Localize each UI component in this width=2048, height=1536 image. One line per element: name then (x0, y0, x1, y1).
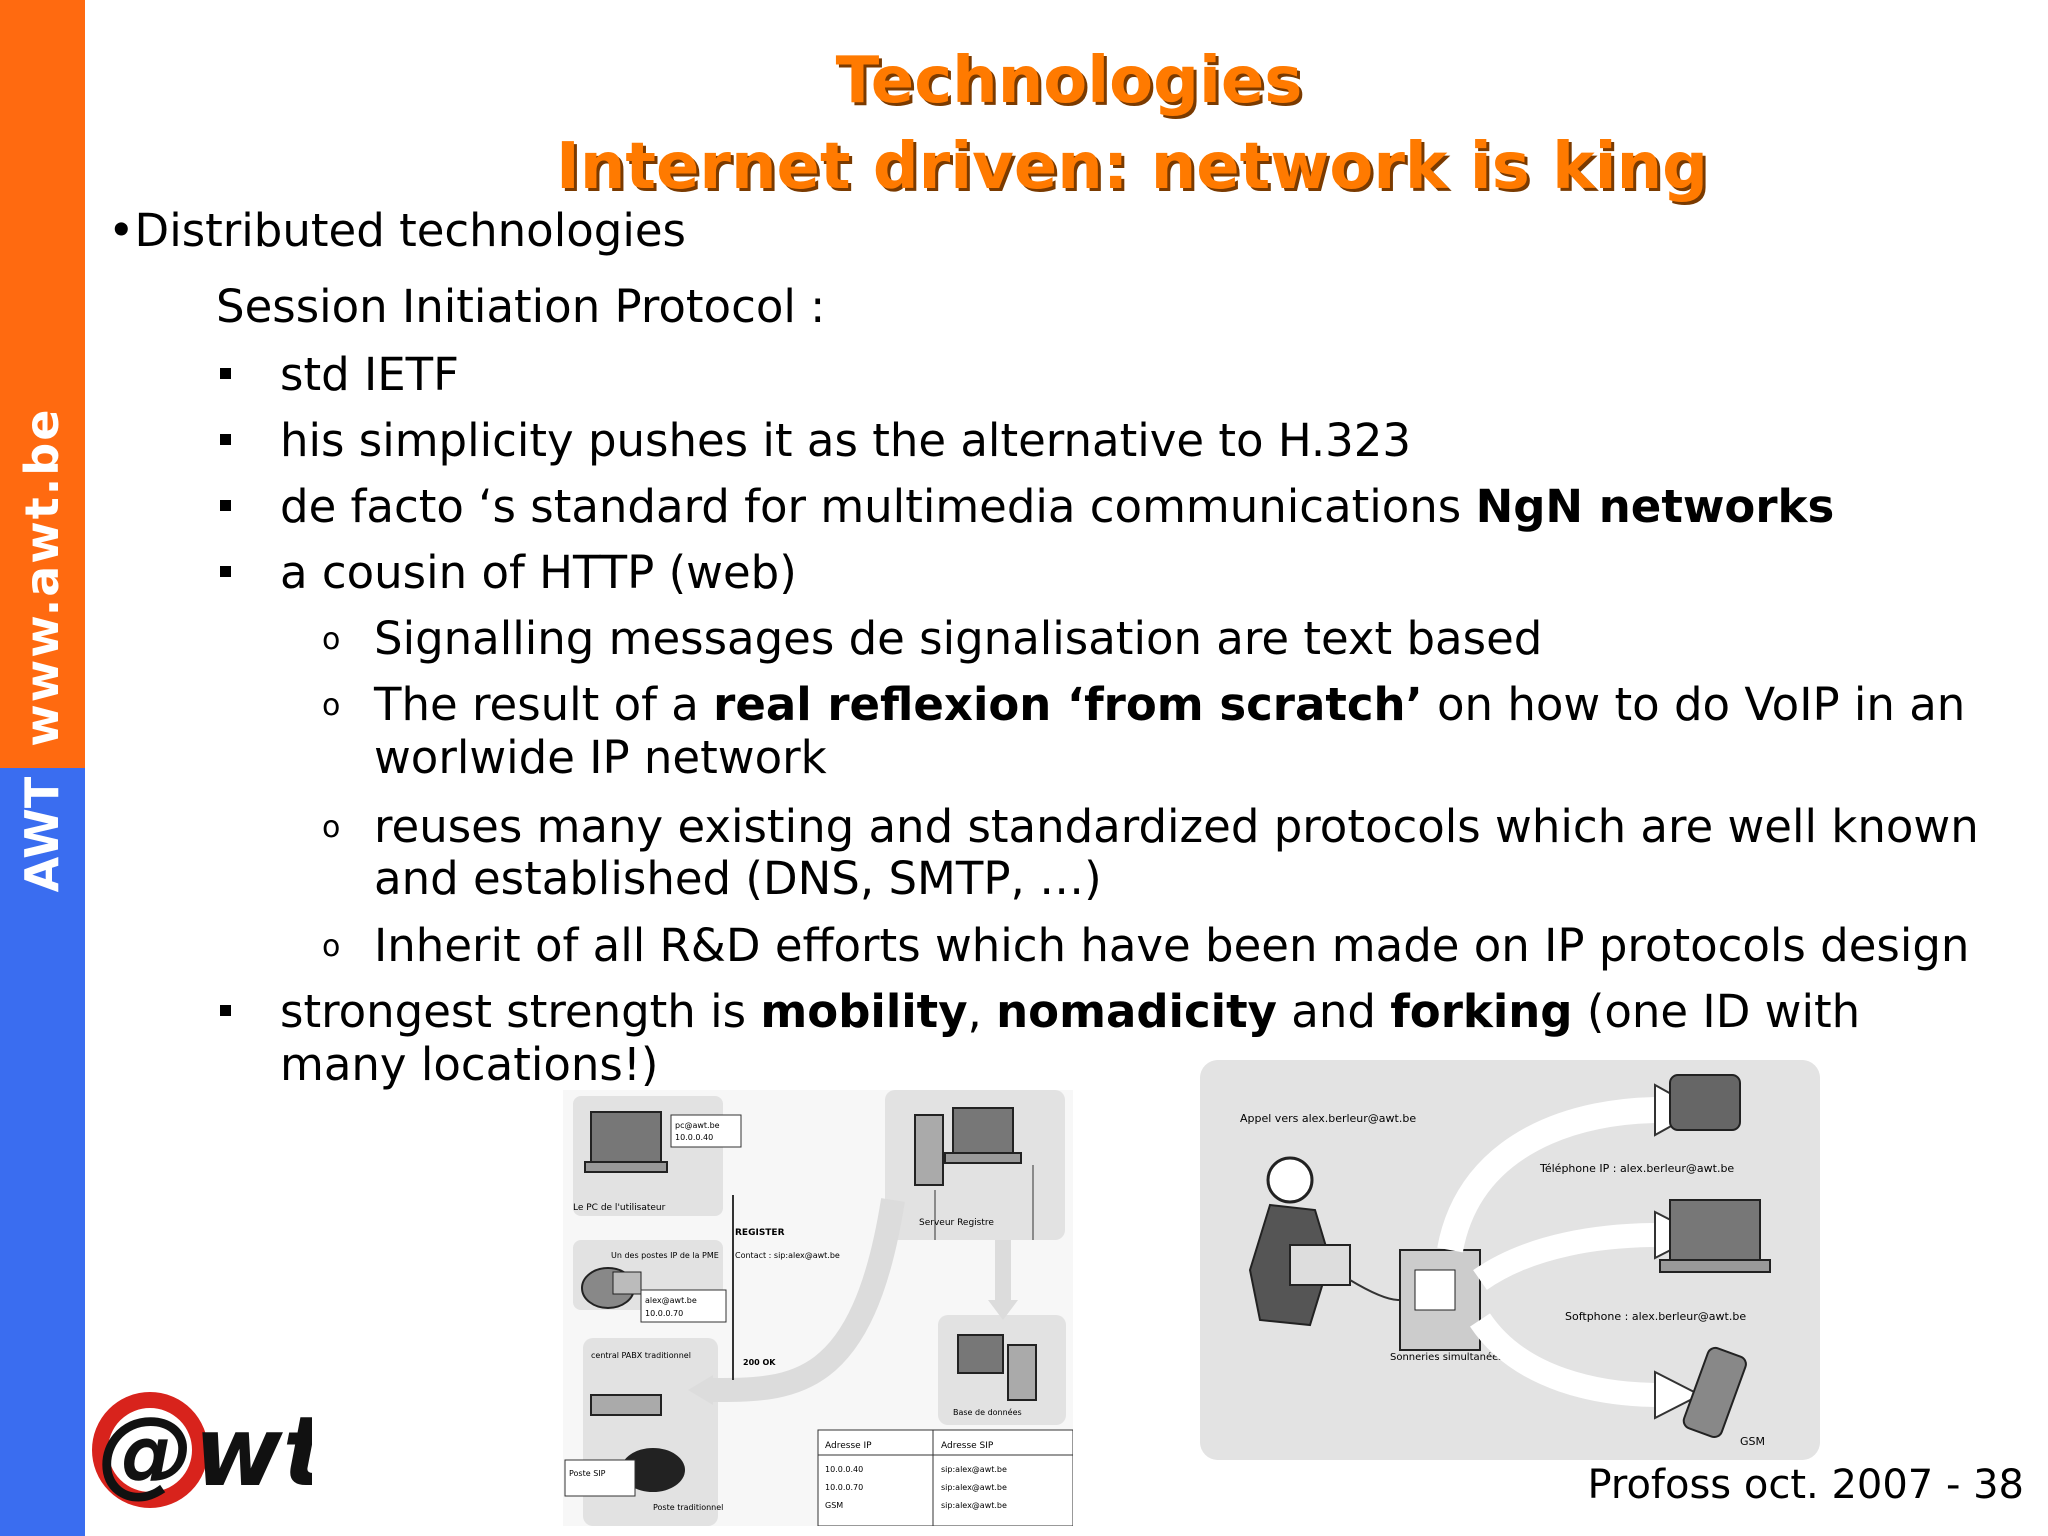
list-item-text: and (1276, 985, 1391, 1038)
circle-bullet: o (322, 929, 341, 964)
list-item-continued: many locations!) (280, 1038, 659, 1091)
pc-ip-label: 10.0.0.40 (675, 1133, 713, 1142)
table-cell: GSM (825, 1501, 843, 1510)
register-label: REGISTER (735, 1228, 785, 1238)
sub-list-item: reuses many existing and standardized pr… (374, 800, 1979, 853)
list-item: his simplicity pushes it as the alternat… (280, 414, 1412, 467)
table-cell: sip:alex@awt.be (941, 1501, 1007, 1510)
square-bullet (220, 434, 231, 445)
list-item: std IETF (280, 348, 460, 401)
circle-bullet: o (322, 688, 341, 723)
sip-registration-diagram: pc@awt.be 10.0.0.40 Le PC de l'utilisate… (563, 1090, 1073, 1526)
ip-phone-label: Un des postes IP de la PME (611, 1251, 719, 1260)
table-header-sip: Adresse SIP (941, 1441, 994, 1451)
sub-list-item-continued: and established (DNS, SMTP, …) (374, 852, 1102, 905)
list-item-text: strongest strength is (280, 985, 761, 1038)
table-cell: 10.0.0.70 (825, 1483, 863, 1492)
sidebar-brand: AWT (15, 776, 69, 893)
keyword-nomadicity: nomadicity (996, 985, 1277, 1038)
call-label: Appel vers alex.berleur@awt.be (1240, 1112, 1416, 1125)
square-bullet (220, 368, 231, 379)
square-bullet (220, 1005, 231, 1016)
fork-label: Sonneries simultanées (1390, 1351, 1503, 1363)
sub-list-item: Signalling messages de signalisation are… (374, 612, 1543, 665)
title-line-2: Internet driven: network is king (556, 130, 1708, 204)
server-label: Serveur Registre (919, 1218, 994, 1228)
pc-user-label: Le PC de l'utilisateur (573, 1203, 666, 1213)
slide-footer: Profoss oct. 2007 - 38 (1587, 1462, 2024, 1508)
db-label: Base de données (953, 1407, 1022, 1417)
sub-list-item-text: The result of a (374, 678, 714, 731)
gsm-target: GSM (1740, 1435, 1765, 1448)
keyword-forking: forking (1390, 985, 1573, 1038)
ip-phone-addr: alex@awt.be (645, 1296, 697, 1305)
list-item-text: , (967, 985, 997, 1038)
ip-phone-ip: 10.0.0.70 (645, 1309, 683, 1318)
ip-phone-target: Téléphone IP : alex.berleur@awt.be (1539, 1162, 1734, 1175)
square-bullet (220, 500, 231, 511)
sidebar-brand-text: AWT www.awt.be (15, 408, 69, 893)
circle-bullet: o (322, 810, 341, 845)
softphone-target: Softphone : alex.berleur@awt.be (1565, 1310, 1746, 1323)
table-cell: 10.0.0.40 (825, 1465, 863, 1474)
slide-title: Technologies Internet driven: network is… (0, 38, 2048, 210)
keyword-mobility: mobility (760, 985, 968, 1038)
square-bullet (220, 566, 231, 577)
list-item: a cousin of HTTP (web) (280, 546, 797, 599)
sidebar-top-orange (0, 0, 85, 768)
sip-forking-diagram: Appel vers alex.berleur@awt.be Sonneries… (1200, 1060, 1820, 1460)
contact-label: Contact : sip:alex@awt.be (735, 1251, 840, 1260)
ok-label: 200 OK (743, 1358, 776, 1367)
sub-list-item: Inherit of all R&D efforts which have be… (374, 919, 1970, 972)
list-item-text: (one ID with (1572, 985, 1861, 1038)
main-bullet: •Distributed technologies (108, 204, 686, 257)
sidebar-band: AWT www.awt.be (0, 0, 85, 1536)
sub-list-item-continued: worlwide IP network (374, 731, 827, 784)
list-item-bold: NgN networks (1475, 480, 1835, 533)
analog-label: Poste traditionnel (653, 1503, 723, 1512)
table-header-ip: Adresse IP (825, 1441, 872, 1451)
list-item-text: de facto ‘s standard for multimedia comm… (280, 480, 1476, 533)
logo-text: @wt (98, 1396, 312, 1508)
list-item: strongest strength is mobility, nomadici… (280, 985, 1860, 1039)
analog-box-label: Poste SIP (569, 1469, 606, 1478)
list-item: de facto ‘s standard for multimedia comm… (280, 480, 1834, 534)
sub-list-item-bold: real reflexion ‘from scratch’ (713, 678, 1423, 731)
pc-addr-label: pc@awt.be (675, 1121, 720, 1130)
sub-list-item-text: on how to do VoIP in an (1422, 678, 1966, 731)
awt-logo: @wt (92, 1392, 312, 1508)
sub-list-item: The result of a real reflexion ‘from scr… (374, 678, 1965, 732)
pbx-label: central PABX traditionnel (591, 1351, 691, 1360)
table-cell: sip:alex@awt.be (941, 1465, 1007, 1474)
subheading: Session Initiation Protocol : (216, 280, 826, 333)
sidebar-bottom-blue (0, 768, 85, 1536)
sidebar-url: www.awt.be (15, 407, 69, 747)
circle-bullet: o (322, 622, 341, 657)
title-line-1: Technologies (835, 44, 1303, 118)
table-cell: sip:alex@awt.be (941, 1483, 1007, 1492)
